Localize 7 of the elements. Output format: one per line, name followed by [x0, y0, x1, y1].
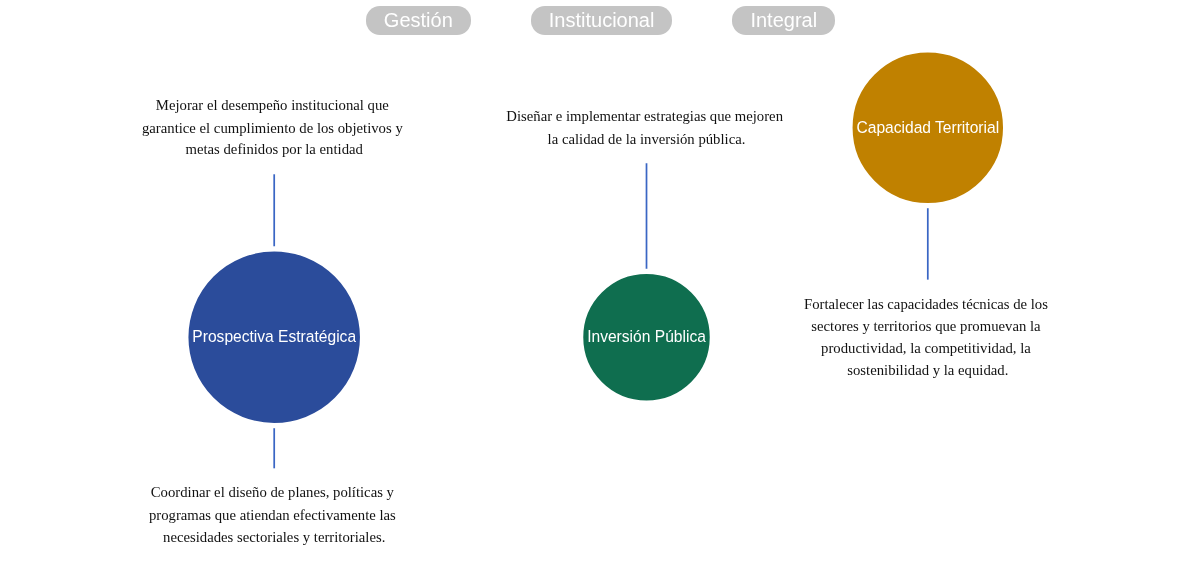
band-word: Integral [732, 5, 836, 35]
node-text: Mejorar el desempeño institucional que garantice el cumplimiento de los objetivos y metas definidos por la entidad [141, 96, 403, 158]
node-text: Diseñar e implementar estrategias que mejoren la calidad de la inversión pública. [505, 107, 783, 147]
band-word: Gestión [365, 5, 471, 35]
node-text: Fortalecer las capacidades técnicas de los sectores y territorios que promuevan la productividad, la competitividad, la sostenibilidad y la equidad. [803, 295, 1048, 378]
node-text: Coordinar el diseño de planes, políticas y programas que atiendan efectivamente las necesidades sectoriales y territoriales. [148, 483, 396, 545]
band-word: Institucional [530, 5, 673, 35]
